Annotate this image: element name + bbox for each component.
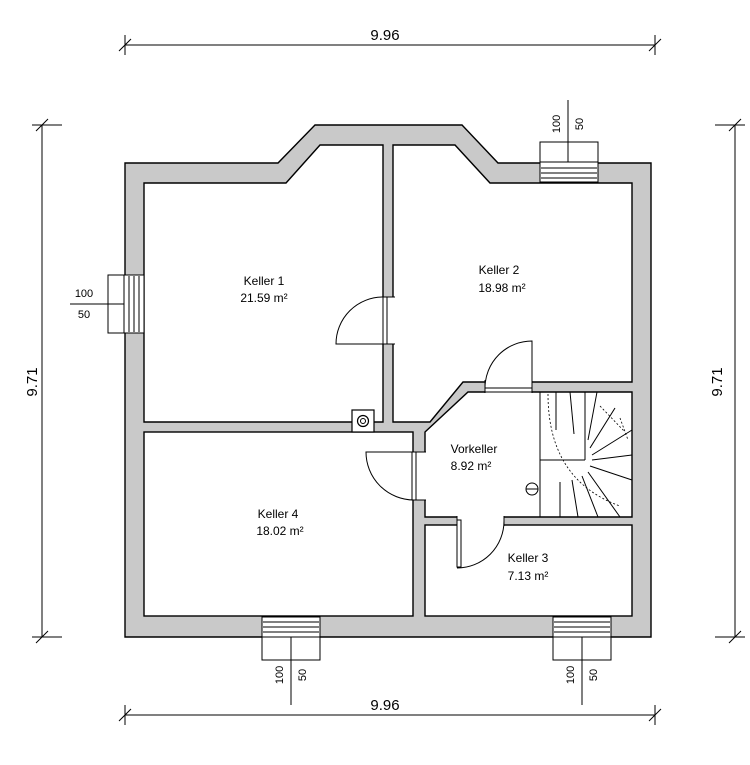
chimney bbox=[351, 409, 375, 433]
window-bottom-left: 100 50 bbox=[261, 616, 321, 705]
door-keller-4 bbox=[365, 451, 426, 501]
dimension-top: 9.96 bbox=[118, 27, 662, 55]
room-keller-2-area: 18.98 m² bbox=[478, 281, 525, 295]
dimension-bottom-label: 9.96 bbox=[370, 697, 399, 714]
room-keller-3-name: Keller 3 bbox=[508, 551, 549, 565]
window-left-width: 100 bbox=[75, 288, 93, 300]
room-keller-4-name: Keller 4 bbox=[258, 507, 299, 521]
dimension-top-label: 9.96 bbox=[370, 27, 399, 44]
room-keller-2 bbox=[392, 144, 633, 423]
window-bottom-left-width: 100 bbox=[274, 666, 286, 684]
window-bottom-right-width: 100 bbox=[565, 666, 577, 684]
window-bottom-right: 100 50 bbox=[552, 616, 612, 705]
staircase bbox=[525, 391, 633, 518]
window-left: 100 50 bbox=[70, 274, 145, 334]
room-keller-3-area: 7.13 m² bbox=[508, 569, 549, 583]
dimension-left: 9.71 bbox=[24, 118, 62, 644]
door-keller-3 bbox=[456, 516, 505, 569]
window-top-right-width: 100 bbox=[551, 115, 563, 133]
room-keller-3 bbox=[424, 524, 633, 617]
window-top-right-height: 50 bbox=[574, 118, 586, 130]
room-keller-4 bbox=[143, 431, 414, 617]
dimension-right: 9.71 bbox=[709, 118, 745, 644]
room-keller-1 bbox=[143, 144, 384, 423]
window-bottom-left-height: 50 bbox=[297, 669, 309, 681]
dimension-left-label: 9.71 bbox=[24, 367, 41, 396]
window-left-height: 50 bbox=[78, 309, 90, 321]
room-vorkeller-name: Vorkeller bbox=[451, 442, 498, 456]
dimension-right-label: 9.71 bbox=[709, 367, 726, 396]
door-keller-2 bbox=[484, 340, 533, 393]
dimension-bottom: 9.96 bbox=[118, 697, 662, 725]
room-keller-4-area: 18.02 m² bbox=[256, 524, 303, 538]
room-keller-1-name: Keller 1 bbox=[244, 274, 285, 288]
door-keller-1 bbox=[335, 296, 395, 345]
window-bottom-right-height: 50 bbox=[588, 669, 600, 681]
room-keller-2-name: Keller 2 bbox=[479, 263, 520, 277]
room-vorkeller-area: 8.92 m² bbox=[451, 459, 492, 473]
room-keller-1-area: 21.59 m² bbox=[240, 291, 287, 305]
window-top-right: 100 50 bbox=[539, 100, 599, 183]
